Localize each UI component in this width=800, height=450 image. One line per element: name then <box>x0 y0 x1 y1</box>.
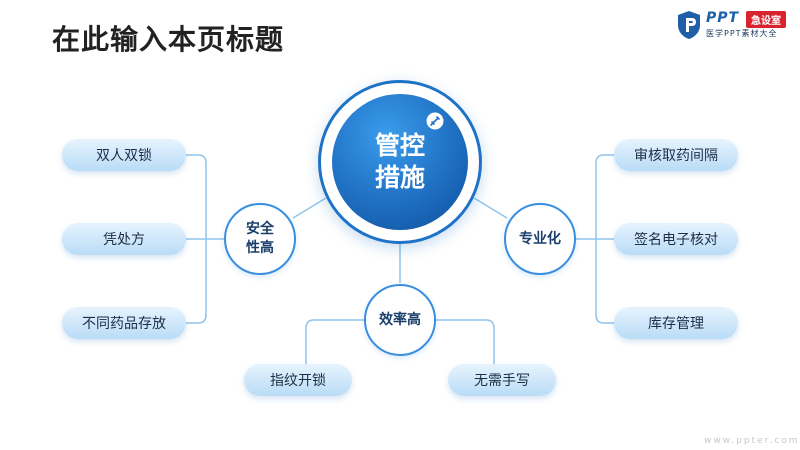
safety-item-3: 不同药品存放 <box>62 307 186 339</box>
logo-badge: 急设室 <box>746 11 786 28</box>
brand-logo: PPT 急设室 医学PPT素材大全 <box>676 8 792 42</box>
efficiency-item-2: 无需手写 <box>448 364 556 396</box>
logo-subtitle: 医学PPT素材大全 <box>706 29 778 38</box>
professional-item-1: 审核取药间隔 <box>614 139 738 171</box>
professional-item-2: 签名电子核对 <box>614 223 738 255</box>
hub-professional: 专业化 <box>504 203 576 275</box>
safety-item-1: 双人双锁 <box>62 139 186 171</box>
hub-efficiency: 效率高 <box>364 284 436 356</box>
logo-ppt-text: PPT <box>706 10 740 26</box>
page-title: 在此输入本页标题 <box>52 23 285 56</box>
center-node: 管控 措施 <box>332 94 468 230</box>
safety-item-2: 凭处方 <box>62 223 186 255</box>
needle-icon <box>426 112 444 130</box>
shield-icon <box>678 11 700 39</box>
watermark: www.ppter.com <box>704 436 800 446</box>
hub-safety: 安全 性高 <box>224 203 296 275</box>
professional-item-3: 库存管理 <box>614 307 738 339</box>
efficiency-item-1: 指纹开锁 <box>244 364 352 396</box>
